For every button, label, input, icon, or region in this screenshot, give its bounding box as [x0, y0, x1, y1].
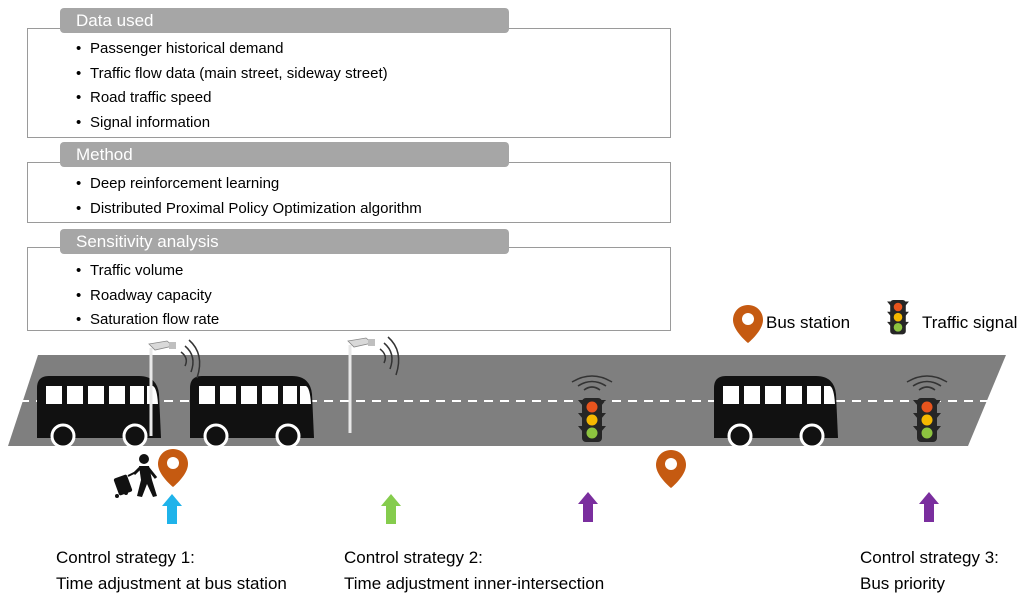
panel-data-used: Passenger historical demand Traffic flow… [27, 28, 671, 138]
strategy-title: Control strategy 1: [56, 548, 195, 567]
traveler-with-luggage-icon [113, 454, 158, 498]
control-strategy-1: Control strategy 1: Time adjustment at b… [56, 545, 287, 597]
list-item: Road traffic speed [28, 86, 670, 111]
list-item: Deep reinforcement learning [28, 172, 670, 197]
up-arrow-icon [578, 492, 598, 522]
list-item: Roadway capacity [28, 284, 670, 309]
list-item: Distributed Proximal Policy Optimization… [28, 197, 670, 222]
control-strategy-2: Control strategy 2: Time adjustment inne… [344, 545, 604, 597]
list-item: Traffic volume [28, 259, 670, 284]
strategy-description: Time adjustment inner-intersection [344, 574, 605, 593]
up-arrow-icon [919, 492, 939, 522]
bus-icon [35, 374, 163, 449]
strategy-description: Bus priority [860, 574, 946, 593]
up-arrow-icon [162, 494, 182, 524]
control-strategy-3: Control strategy 3: Bus priority [860, 545, 999, 597]
strategy-title: Control strategy 3: [860, 548, 999, 567]
location-pin-icon [158, 449, 188, 487]
strategy-description: Time adjustment at bus station [56, 574, 287, 593]
up-arrow-icon [381, 494, 401, 524]
panel-title-data-used: Data used [60, 8, 509, 33]
list-item: Passenger historical demand [28, 37, 670, 62]
list-item: Traffic flow data (main street, sideway … [28, 62, 670, 87]
traffic-signal-icon [887, 300, 909, 335]
strategy-title: Control strategy 2: [344, 548, 483, 567]
panel-sensitivity-analysis: Traffic volume Roadway capacity Saturati… [27, 247, 671, 333]
bus-icon [712, 374, 840, 449]
list-item: Saturation flow rate [28, 308, 670, 333]
legend-bus-station: Bus station [766, 313, 851, 332]
panel-title-sensitivity-analysis: Sensitivity analysis [60, 229, 509, 254]
traffic-signal-icon [578, 398, 606, 442]
bus-icon [188, 374, 316, 449]
location-pin-icon [733, 305, 763, 343]
legend-traffic-signal: Traffic signal [922, 313, 1018, 332]
traffic-signal-icon [913, 398, 941, 442]
panel-title-method: Method [60, 142, 509, 167]
location-pin-icon [656, 450, 686, 488]
list-item: Signal information [28, 111, 670, 136]
